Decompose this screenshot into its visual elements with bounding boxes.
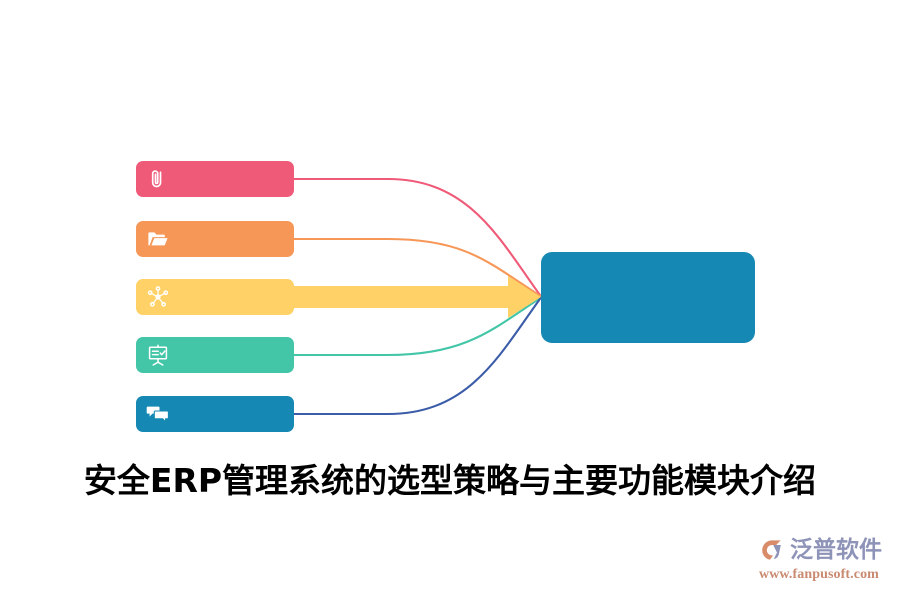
watermark-url: www.fanpusoft.com [759,567,879,582]
feature-bar-1[interactable] [136,161,294,197]
presentation-checklist-icon [146,343,170,367]
feature-bar-2[interactable] [136,221,294,257]
connector-arrow-3 [294,276,541,318]
connector-line-1 [292,177,543,298]
page-title: 安全ERP管理系统的选型策略与主要功能模块介绍 [83,461,817,500]
feature-bar-5[interactable] [136,396,294,432]
watermark-brand: 泛普软件 [790,537,882,563]
connector-line-4 [292,296,543,357]
open-folder-icon [146,227,170,251]
connector-line-5 [292,296,543,416]
watermark: 泛普软件 www.fanpusoft.com [758,536,894,592]
fanpu-logo-icon [758,536,786,564]
paperclip-icon [146,167,170,191]
connector-line-2 [292,237,543,298]
watermark-brand-row: 泛普软件 [758,536,882,564]
chat-bubbles-icon [146,402,170,426]
feature-bar-3[interactable] [136,279,294,315]
feature-bar-4[interactable] [136,337,294,373]
network-hub-icon [146,285,170,309]
target-box[interactable] [541,252,755,343]
